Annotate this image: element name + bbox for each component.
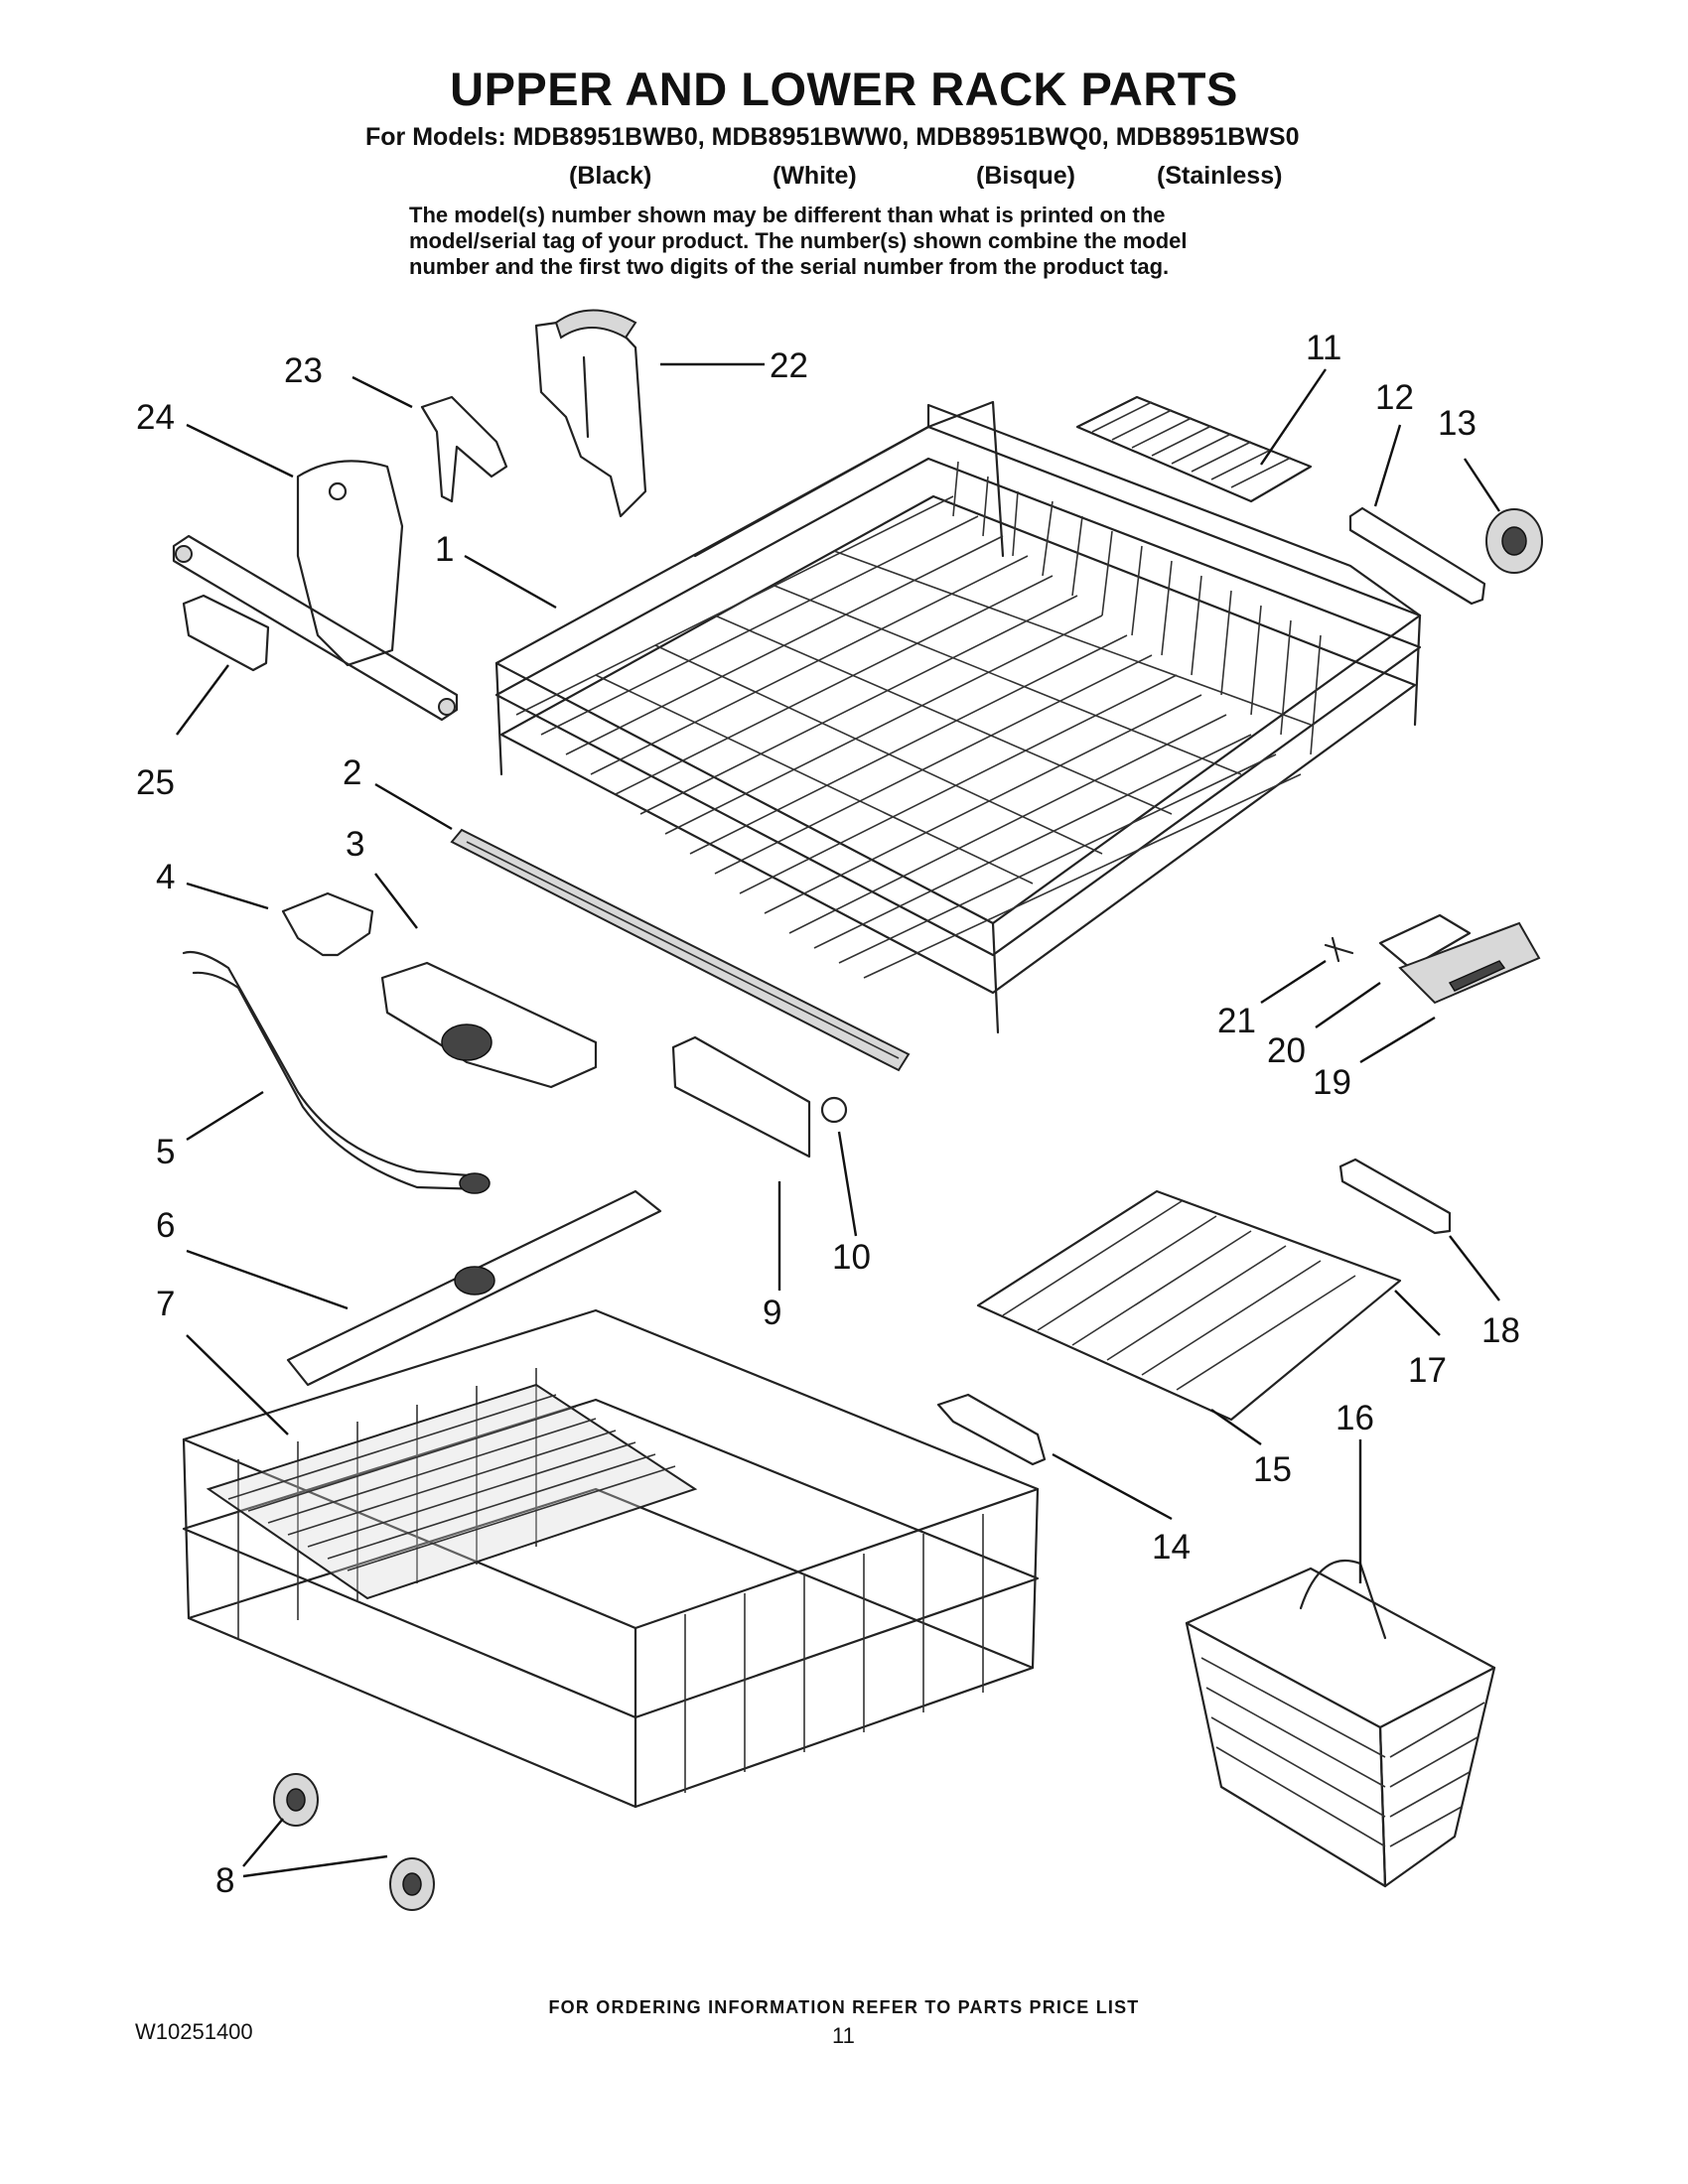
leader-line xyxy=(186,423,294,478)
leader-line xyxy=(374,782,453,831)
leader-line xyxy=(186,1090,264,1142)
leader-line xyxy=(1394,1290,1441,1336)
leader-line xyxy=(374,873,418,929)
leader-line xyxy=(1210,1409,1262,1445)
lower-rack-icon xyxy=(182,1308,1040,1809)
model-note-line: model/serial tag of your product. The nu… xyxy=(409,228,1188,253)
callout-4: 4 xyxy=(156,858,175,896)
callout-24: 24 xyxy=(136,398,175,437)
callout-16: 16 xyxy=(1336,1399,1374,1437)
models-line: For Models: MDB8951BWB0, MDB8951BWW0, MD… xyxy=(365,123,1300,151)
adjuster-housing-icon xyxy=(296,460,404,667)
model-note: The model(s) number shown may be differe… xyxy=(409,203,1303,280)
tine-clip-icon xyxy=(936,1393,1047,1466)
upper-spray-arm-icon xyxy=(286,1189,662,1387)
leader-line xyxy=(837,1131,858,1237)
page-number: 11 xyxy=(832,2023,855,2048)
callout-23: 23 xyxy=(284,351,323,390)
callout-21: 21 xyxy=(1217,1002,1256,1040)
variant-bisque: (Bisque) xyxy=(976,162,1075,190)
leader-line xyxy=(1260,959,1327,1005)
rack-latch-icon xyxy=(281,891,374,957)
variant-white: (White) xyxy=(773,162,857,190)
page-title: UPPER AND LOWER RACK PARTS xyxy=(450,63,1238,115)
callout-6: 6 xyxy=(156,1206,175,1245)
callout-22: 22 xyxy=(770,346,808,385)
leader-line xyxy=(1260,368,1327,466)
leader-line xyxy=(1463,458,1501,512)
leader-line xyxy=(176,664,229,736)
model-note-line: The model(s) number shown may be differe… xyxy=(409,203,1166,227)
leader-line xyxy=(186,882,269,910)
rack-wheel-icon xyxy=(1485,508,1543,574)
adjuster-clip-icon xyxy=(420,395,508,503)
callout-11: 11 xyxy=(1306,329,1341,367)
upper-rack-icon xyxy=(494,400,1422,1034)
rack-rail-icon xyxy=(450,828,911,1072)
leader-line xyxy=(1052,1452,1173,1521)
callout-15: 15 xyxy=(1253,1450,1292,1489)
callouts: 1 2 3 4 5 6 7 8 9 10 11 12 13 14 15 16 1… xyxy=(136,329,1520,1900)
callout-2: 2 xyxy=(343,753,361,792)
tine-assembly-icon xyxy=(976,1189,1402,1422)
callout-10: 10 xyxy=(832,1238,871,1277)
rack-adjuster-icon xyxy=(534,309,647,518)
model-note-line: number and the first two digits of the s… xyxy=(409,254,1170,279)
leader-line xyxy=(464,554,557,610)
callout-1: 1 xyxy=(435,530,454,569)
document-number: W10251400 xyxy=(135,2019,253,2044)
callout-9: 9 xyxy=(763,1294,781,1332)
leader-line xyxy=(186,1249,349,1310)
lower-rack-wheel-icon xyxy=(273,1773,319,1827)
callout-25: 25 xyxy=(136,763,175,802)
ordering-info: FOR ORDERING INFORMATION REFER TO PARTS … xyxy=(548,1997,1140,2017)
rack-handle-icon xyxy=(1324,913,1541,1005)
callout-8: 8 xyxy=(215,1861,234,1900)
leader-line xyxy=(352,375,413,409)
leader-line xyxy=(242,1818,388,1878)
callout-12: 12 xyxy=(1375,378,1414,417)
variant-stainless: (Stainless) xyxy=(1157,162,1283,190)
leader-lines xyxy=(176,362,1501,1878)
callout-14: 14 xyxy=(1152,1528,1191,1567)
callout-5: 5 xyxy=(156,1133,175,1171)
adjuster-stop-icon xyxy=(182,594,270,672)
leader-line xyxy=(1315,982,1381,1028)
lower-rack-wheel-icon xyxy=(389,1857,435,1911)
callout-18: 18 xyxy=(1481,1311,1520,1350)
adjuster-rail-icon xyxy=(172,534,459,722)
leader-line xyxy=(1449,1235,1500,1301)
spray-arm-mount-icon xyxy=(380,961,598,1089)
rail-cap-icon xyxy=(820,1096,848,1124)
rack-stop-icon xyxy=(1348,506,1486,606)
leader-line xyxy=(1373,424,1402,507)
leader-line xyxy=(1359,1016,1436,1064)
callout-3: 3 xyxy=(346,825,364,864)
silverware-basket-icon xyxy=(1185,1559,1496,1888)
spray-tube-icon xyxy=(182,950,491,1194)
callout-19: 19 xyxy=(1313,1063,1351,1102)
tine-row-icon xyxy=(1075,395,1313,503)
rail-guide-icon xyxy=(671,1035,811,1159)
callout-17: 17 xyxy=(1408,1351,1447,1390)
callout-20: 20 xyxy=(1267,1031,1306,1070)
leader-line xyxy=(186,1334,289,1435)
variant-black: (Black) xyxy=(569,162,652,190)
tine-pivot-icon xyxy=(1338,1158,1452,1235)
callout-7: 7 xyxy=(156,1285,175,1323)
callout-13: 13 xyxy=(1438,404,1477,443)
